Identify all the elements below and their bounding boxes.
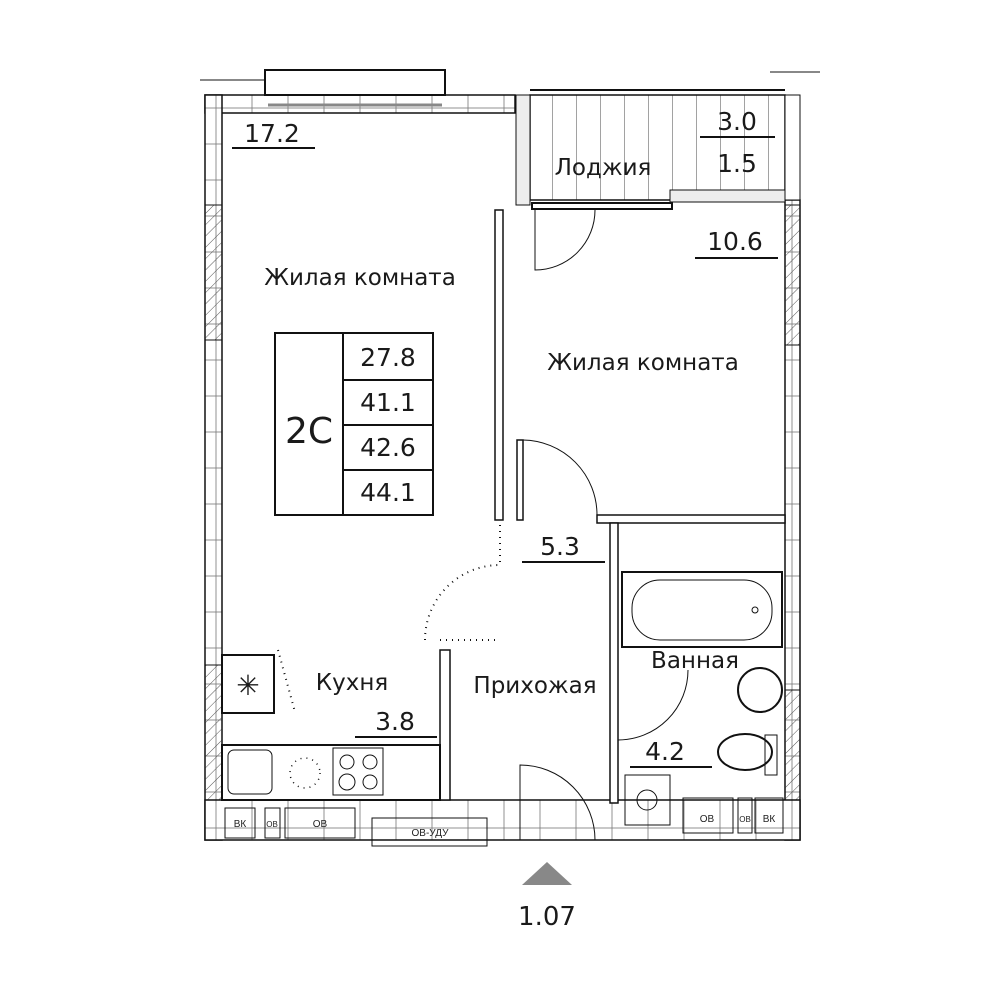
svg-text:3.8: 3.8 xyxy=(375,707,415,736)
svg-text:44.1: 44.1 xyxy=(360,478,416,507)
loggia xyxy=(515,71,820,210)
entrance-marker: 1.07 xyxy=(518,862,576,932)
kitchen-furniture: ✳ xyxy=(221,654,441,801)
svg-text:Прихожая: Прихожая xyxy=(473,673,596,699)
svg-text:Жилая комната: Жилая комната xyxy=(547,350,739,376)
svg-text:ОВ-УДУ: ОВ-УДУ xyxy=(412,828,450,839)
ventilation-icon: ✳ xyxy=(236,669,259,702)
area-summary-table: 2С 27.8 41.1 42.6 44.1 xyxy=(274,332,434,516)
partitions xyxy=(277,209,786,841)
svg-text:4.2: 4.2 xyxy=(645,737,685,766)
svg-text:ВК: ВК xyxy=(763,814,776,825)
svg-text:5.3: 5.3 xyxy=(540,532,580,561)
svg-text:41.1: 41.1 xyxy=(360,388,416,417)
svg-text:ОВ: ОВ xyxy=(739,815,751,824)
outer-walls xyxy=(200,69,801,841)
svg-text:27.8: 27.8 xyxy=(360,343,416,372)
svg-text:Лоджия: Лоджия xyxy=(555,155,652,181)
svg-text:1.5: 1.5 xyxy=(717,149,757,178)
living1-area: 17.2 xyxy=(244,119,300,148)
svg-text:ВК: ВК xyxy=(234,819,247,830)
svg-text:10.6: 10.6 xyxy=(707,227,763,256)
svg-text:42.6: 42.6 xyxy=(360,433,416,462)
room-labels: 17.2 Жилая комната Лоджия 3.0 1.5 10.6 Ж… xyxy=(232,107,778,768)
svg-text:ОВ: ОВ xyxy=(313,819,328,830)
svg-text:3.0: 3.0 xyxy=(717,107,757,136)
svg-text:Ванная: Ванная xyxy=(651,648,739,674)
svg-text:ОВ: ОВ xyxy=(700,814,715,825)
bathroom-fixtures xyxy=(621,571,783,826)
svg-text:ОВ: ОВ xyxy=(266,820,278,829)
entrance-arrow-icon xyxy=(522,862,572,885)
svg-text:Кухня: Кухня xyxy=(316,670,388,696)
svg-text:Жилая комната: Жилая комната xyxy=(264,265,456,291)
apartment-type: 2С xyxy=(285,411,333,452)
utility-shafts: ВК ОВ ОВ ОВ-УДУ ОВ ОВ ВК xyxy=(224,797,784,847)
svg-text:1.07: 1.07 xyxy=(518,902,576,932)
